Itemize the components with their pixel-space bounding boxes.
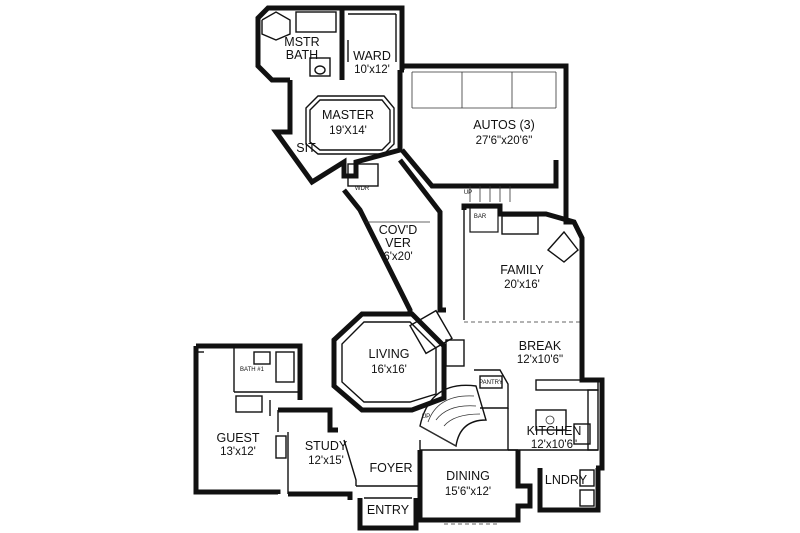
entry-label: ENTRY — [367, 503, 410, 517]
autos-size: 27'6"x20'6" — [476, 135, 533, 147]
study-walls — [275, 407, 353, 500]
wardrobe-walls — [342, 5, 405, 73]
guest-walls — [193, 343, 303, 495]
pantry-walls — [474, 369, 509, 409]
family-walls — [461, 203, 585, 323]
laundry-walls — [537, 468, 601, 513]
bath1-label: BATH #1 — [240, 367, 265, 373]
stair-up-foyer: UP — [422, 414, 430, 420]
foyer-label: FOYER — [369, 461, 412, 475]
ward-size: 10'x12' — [354, 64, 390, 76]
living-walls — [331, 309, 465, 413]
wdr-label: WDR — [355, 186, 370, 192]
master-size: 19'X14' — [329, 125, 367, 137]
bar-label: BAR — [474, 214, 487, 220]
covd-ver-size: 6'x20' — [383, 251, 412, 263]
covd-ver-label-1: COV'D — [379, 223, 418, 237]
guest-size: 13'x12' — [220, 446, 256, 458]
sit-label: SIT — [296, 141, 316, 155]
study-label: STUDY — [305, 439, 348, 453]
mstr-bath-label-1: MSTR — [284, 35, 319, 49]
break-label: BREAK — [519, 339, 562, 353]
kitchen-label: KITCHEN — [527, 424, 582, 438]
stair-up-garage: UP — [464, 190, 472, 196]
family-label: FAMILY — [500, 263, 544, 277]
lndry-label: LNDRY — [545, 473, 588, 487]
study-size: 12'x15' — [308, 455, 344, 467]
spiral-stair — [419, 384, 487, 448]
master-label: MASTER — [322, 108, 374, 122]
ward-label: WARD — [353, 49, 391, 63]
dining-walls — [417, 449, 533, 525]
kitchen-size: 12'x10'6" — [531, 439, 577, 451]
living-label: LIVING — [369, 347, 410, 361]
dining-label: DINING — [446, 469, 490, 483]
master-bedroom-walls — [271, 70, 403, 187]
pantry-label: PANTRY — [479, 380, 503, 386]
living-size: 16'x16' — [371, 364, 407, 376]
entry-walls — [357, 497, 419, 531]
family-size: 20'x16' — [504, 279, 540, 291]
foyer-walls — [343, 439, 421, 487]
autos-label: AUTOS (3) — [473, 118, 535, 132]
mstr-bath-label-2: BATH — [286, 48, 318, 62]
guest-label: GUEST — [216, 431, 259, 445]
covd-ver-label-2: VER — [385, 236, 411, 250]
dining-size: 15'6"x12' — [445, 486, 491, 498]
break-size: 12'x10'6" — [517, 354, 563, 366]
master-bath-walls — [255, 5, 345, 83]
